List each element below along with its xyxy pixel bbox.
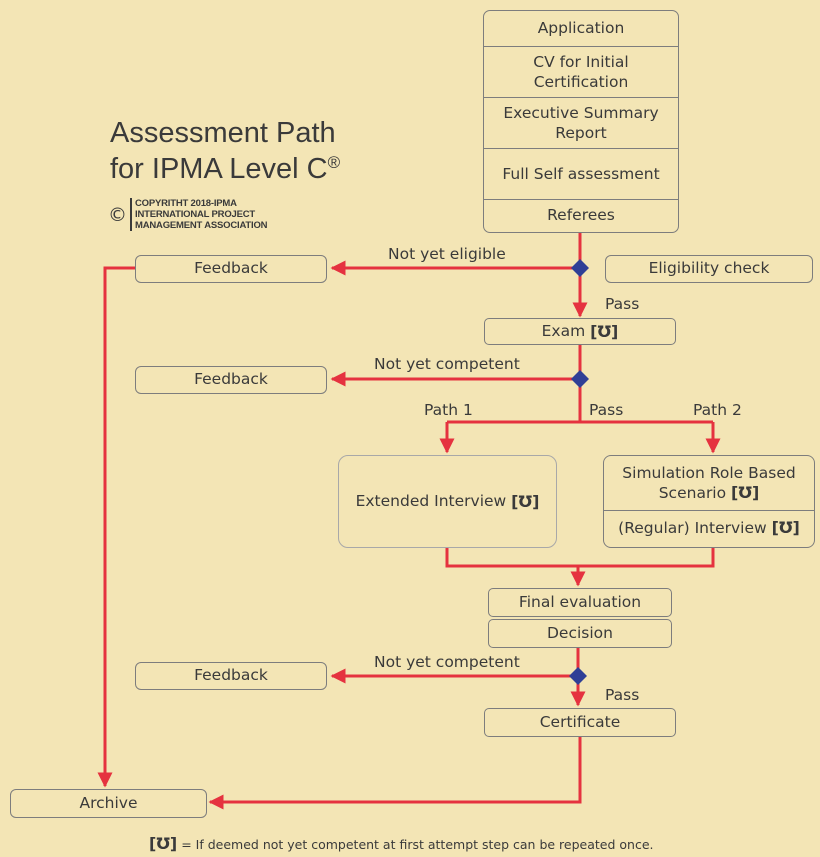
cv-cell: CV for Initial Certification bbox=[484, 46, 678, 97]
feedback-box-1: Feedback bbox=[135, 255, 327, 283]
executive-summary-cell: Executive Summary Report bbox=[484, 97, 678, 148]
decision-diamond-eligibility bbox=[571, 259, 589, 277]
application-stack: Application CV for Initial Certification… bbox=[483, 10, 679, 233]
arrow-to-archive bbox=[208, 737, 582, 810]
referees-cell: Referees bbox=[484, 199, 678, 231]
final-evaluation-box: Final evaluation bbox=[488, 588, 672, 617]
title-line-2: for IPMA Level C bbox=[110, 153, 328, 186]
regular-interview-cell: (Regular) Interview [Ʊ] bbox=[604, 510, 814, 546]
copyright-icon: © bbox=[108, 203, 127, 226]
label-pass-1: Pass bbox=[605, 295, 640, 313]
exam-label: Exam bbox=[541, 321, 586, 340]
title-line-1: Assessment Path bbox=[110, 117, 336, 149]
label-pass-3: Pass bbox=[605, 686, 640, 704]
simulation-label: Simulation Role Based Scenario bbox=[622, 463, 796, 502]
copyright-notice: © COPYRITHT 2018-IPMA INTERNATIONAL PROJ… bbox=[108, 198, 267, 231]
repeat-icon: [Ʊ] bbox=[590, 321, 619, 341]
archive-box: Archive bbox=[10, 789, 207, 818]
diagram-title: Assessment Path for IPMA Level C® bbox=[110, 115, 340, 188]
arrow-feedback-to-archive bbox=[97, 266, 135, 788]
feedback-box-3: Feedback bbox=[135, 662, 327, 690]
extended-interview-box: Extended Interview [Ʊ] bbox=[338, 455, 557, 548]
repeat-icon: [Ʊ] bbox=[511, 491, 540, 511]
application-cell: Application bbox=[537, 19, 625, 38]
copyright-line-2: INTERNATIONAL PROJECT bbox=[135, 209, 256, 220]
label-path-1: Path 1 bbox=[424, 401, 473, 419]
copyright-line-3: MANAGEMENT ASSOCIATION bbox=[135, 220, 268, 231]
repeat-icon: [Ʊ] bbox=[771, 518, 800, 538]
label-not-competent-2: Not yet competent bbox=[374, 653, 520, 671]
repeat-icon: [Ʊ] bbox=[731, 482, 760, 502]
certificate-box: Certificate bbox=[484, 708, 676, 737]
path-2-stack: Simulation Role Based Scenario [Ʊ] (Regu… bbox=[603, 455, 815, 548]
regular-interview-label: (Regular) Interview bbox=[618, 519, 767, 538]
simulation-cell: Simulation Role Based Scenario [Ʊ] bbox=[604, 456, 814, 510]
footnote: [Ʊ] = If deemed not yet competent at fir… bbox=[149, 834, 654, 853]
decision-diamond-exam bbox=[571, 370, 589, 388]
exam-box: Exam [Ʊ] bbox=[484, 318, 676, 345]
decision-diamond-final bbox=[569, 667, 587, 685]
repeat-icon: [Ʊ] bbox=[149, 834, 178, 853]
label-pass-2: Pass bbox=[589, 401, 624, 419]
arrow-merge bbox=[445, 548, 715, 568]
label-path-2: Path 2 bbox=[693, 401, 742, 419]
eligibility-check-box: Eligibility check bbox=[605, 255, 813, 283]
label-not-eligible: Not yet eligible bbox=[388, 245, 506, 263]
decision-box: Decision bbox=[488, 619, 672, 648]
feedback-box-2: Feedback bbox=[135, 366, 327, 394]
registered-mark: ® bbox=[327, 153, 341, 173]
label-not-competent-1: Not yet competent bbox=[374, 355, 520, 373]
footnote-text: = If deemed not yet competent at first a… bbox=[181, 837, 654, 852]
copyright-line-1: COPYRITHT 2018-IPMA bbox=[135, 198, 237, 209]
self-assessment-cell: Full Self assessment bbox=[484, 148, 678, 199]
extended-interview-label: Extended Interview bbox=[355, 491, 507, 510]
